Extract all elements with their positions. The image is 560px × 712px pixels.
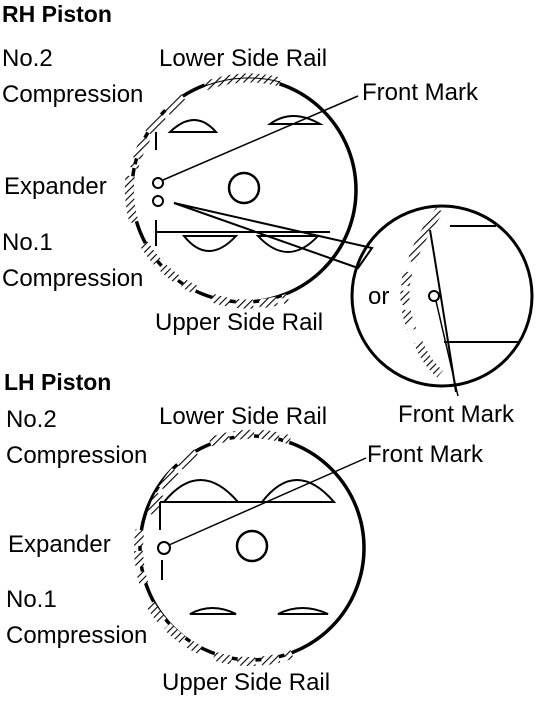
rh-detail-circle [350, 204, 534, 388]
rh-piston-figure [124, 73, 359, 309]
detail-front-mark-dot [428, 290, 440, 302]
rh-valve-relief [181, 235, 239, 252]
rh-expander-label: Expander [4, 173, 107, 200]
rh-no1-compression-ring [140, 241, 198, 295]
rh-compression-bottom-label: Compression [2, 265, 143, 292]
rh-no2-label: No.2 [2, 45, 53, 72]
lh-no2-compression-ring [145, 448, 199, 522]
rh-front-mark-label: Front Mark [362, 79, 479, 106]
rh-valve-relief [266, 115, 324, 125]
lh-valve-relief [277, 607, 329, 615]
rh-center-boss [227, 171, 261, 205]
lh-valve-relief [259, 479, 337, 503]
lh-front-mark-dot [157, 541, 171, 555]
lh-compression-top-label: Compression [6, 442, 147, 469]
rh-detail-callout [173, 202, 534, 397]
lh-front-mark-label: Front Mark [367, 441, 484, 468]
detail-or-label: or [368, 283, 389, 310]
lh-upper-side-rail-label: Upper Side Rail [162, 669, 330, 696]
lh-piston-figure [134, 429, 367, 667]
lh-expander-ring [134, 529, 149, 586]
rh-valve-relief [167, 119, 219, 133]
lh-compression-bottom-label: Compression [6, 622, 147, 649]
lh-lower-side-rail [208, 429, 292, 447]
rh-title: RH Piston [2, 1, 112, 27]
rh-front-mark-dot [152, 177, 164, 189]
rh-compression-top-label: Compression [2, 81, 143, 108]
lh-valve-relief [161, 479, 241, 503]
rh-front-mark-dot [152, 195, 164, 207]
lh-upper-side-rail [212, 649, 294, 667]
lh-title: LH Piston [4, 369, 111, 395]
lh-lower-side-rail-label: Lower Side Rail [159, 403, 327, 430]
rh-no1-label: No.1 [2, 229, 53, 256]
rh-upper-side-rail [210, 293, 290, 309]
lh-no1-label: No.1 [6, 586, 57, 613]
lh-center-boss [235, 529, 269, 563]
lh-no1-compression-ring [146, 601, 203, 655]
lh-valve-relief [189, 607, 237, 615]
rh-upper-side-rail-label: Upper Side Rail [155, 309, 323, 336]
rh-no2-compression-ring [129, 94, 187, 170]
rh-expander-ring [124, 175, 139, 224]
lh-expander-label: Expander [8, 531, 111, 558]
detail-front-mark-label: Front Mark [398, 401, 515, 428]
rh-lower-side-rail-label: Lower Side Rail [159, 45, 327, 72]
lh-no2-label: No.2 [6, 406, 57, 433]
